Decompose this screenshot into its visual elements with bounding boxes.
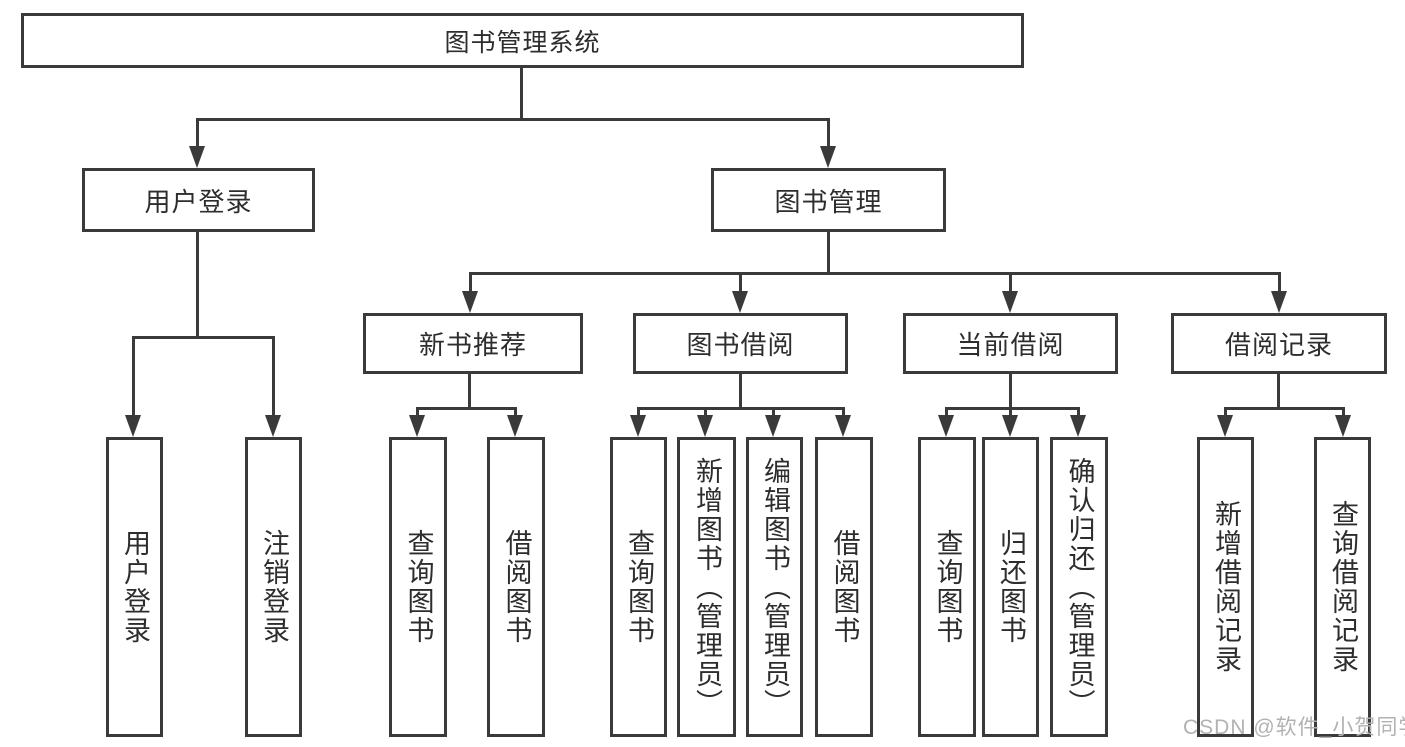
arrow-to-bookborrow xyxy=(732,291,748,313)
arrow-bb-leaf3 xyxy=(765,415,781,437)
connector-currentborrow-stem xyxy=(1009,272,1012,292)
arrow-cb-leaf2 xyxy=(1002,415,1018,437)
leaf-label: 注销登录 xyxy=(259,529,289,645)
connector-book-mgmt-drop xyxy=(827,232,830,272)
connector-book-mgmt-stem xyxy=(827,118,830,147)
node-leaf-borrow-books-2: 借阅图书 xyxy=(815,437,873,737)
arrow-newbook-leaf2 xyxy=(507,415,523,437)
node-user-login: 用户登录 xyxy=(82,168,315,232)
connector-borrowrecords-drop xyxy=(1277,374,1280,407)
csdn-watermark: CSDN @软件_小贺同学 xyxy=(1183,716,1405,739)
node-leaf-query-books-3: 查询图书 xyxy=(918,437,976,737)
connector-bookborrow-stem xyxy=(739,272,742,292)
node-current-borrow-label: 当前借阅 xyxy=(956,330,1065,360)
node-book-mgmt-label: 图书管理 xyxy=(774,186,883,217)
leaf-label: 新增图书（管理员） xyxy=(692,456,722,718)
node-leaf-edit-books-admin: 编辑图书（管理员） xyxy=(746,437,803,737)
node-new-book-rec: 新书推荐 xyxy=(363,313,583,374)
connector-newbook-hbar xyxy=(416,407,517,410)
arrow-br-leaf1 xyxy=(1217,415,1233,437)
connector-cb-leaf2-stem xyxy=(1009,407,1012,416)
connector-login-leaf2-stem xyxy=(272,336,275,416)
arrow-to-user-login xyxy=(189,146,205,168)
connector-currentborrow-hbar xyxy=(945,407,1080,410)
connector-bb-leaf3-stem xyxy=(772,407,775,416)
node-leaf-query-borrow-record: 查询借阅记录 xyxy=(1314,437,1371,737)
connector-newbook-leaf2-stem xyxy=(514,407,517,416)
arrow-to-login-leaf2 xyxy=(265,415,281,437)
connector-bb-leaf2-stem xyxy=(704,407,707,416)
node-current-borrow: 当前借阅 xyxy=(903,313,1118,374)
node-new-book-rec-label: 新书推荐 xyxy=(418,330,527,360)
connector-root-hbar xyxy=(196,118,830,121)
leaf-label: 归还图书 xyxy=(996,529,1026,645)
connector-br-leaf1-stem xyxy=(1224,407,1227,416)
node-book-mgmt: 图书管理 xyxy=(711,168,946,232)
node-leaf-return-books: 归还图书 xyxy=(982,437,1039,737)
node-root: 图书管理系统 xyxy=(21,13,1024,68)
connector-user-login-hbar xyxy=(132,336,275,339)
node-leaf-query-books-2: 查询图书 xyxy=(610,437,667,737)
connector-bookborrow-drop xyxy=(739,374,742,407)
arrow-br-leaf2 xyxy=(1335,415,1351,437)
connector-book-mgmt-hbar xyxy=(469,272,1281,275)
arrow-newbook-leaf1 xyxy=(409,415,425,437)
connector-login-leaf1-stem xyxy=(132,336,135,416)
arrow-bb-leaf2 xyxy=(697,415,713,437)
leaf-label: 编辑图书（管理员） xyxy=(760,456,790,718)
node-book-borrow-label: 图书借阅 xyxy=(686,330,795,360)
arrow-to-login-leaf1 xyxy=(125,415,141,437)
connector-root-stem xyxy=(520,68,523,118)
connector-user-login-drop xyxy=(196,232,199,336)
leaf-label: 新增借阅记录 xyxy=(1211,500,1241,674)
node-leaf-user-login: 用户登录 xyxy=(106,437,163,737)
node-root-label: 图书管理系统 xyxy=(444,28,601,57)
node-book-borrow: 图书借阅 xyxy=(633,313,848,374)
connector-newbook-stem xyxy=(469,272,472,292)
connector-br-leaf2-stem xyxy=(1342,407,1345,416)
leaf-label: 查询图书 xyxy=(932,529,963,645)
connector-bookborrow-hbar xyxy=(637,407,845,410)
node-leaf-logout: 注销登录 xyxy=(245,437,302,737)
connector-bb-leaf4-stem xyxy=(842,407,845,416)
arrow-to-newbook xyxy=(462,291,478,313)
connector-bb-leaf1-stem xyxy=(637,407,640,416)
connector-cb-leaf3-stem xyxy=(1077,407,1080,416)
connector-currentborrow-drop xyxy=(1009,374,1012,407)
connector-borrowrecords-stem xyxy=(1278,272,1281,292)
node-leaf-query-books-1: 查询图书 xyxy=(389,437,447,737)
node-leaf-add-borrow-record: 新增借阅记录 xyxy=(1197,437,1254,737)
node-borrow-records: 借阅记录 xyxy=(1171,313,1387,374)
arrow-bb-leaf1 xyxy=(630,415,646,437)
node-leaf-confirm-return-admin: 确认归还（管理员） xyxy=(1050,437,1108,737)
node-leaf-add-books-admin: 新增图书（管理员） xyxy=(677,437,736,737)
leaf-label: 用户登录 xyxy=(120,529,150,645)
leaf-label: 确认归还（管理员） xyxy=(1064,456,1095,718)
connector-newbook-drop xyxy=(468,374,471,407)
arrow-cb-leaf1 xyxy=(938,415,954,437)
arrow-cb-leaf3 xyxy=(1070,415,1086,437)
node-leaf-borrow-books-1: 借阅图书 xyxy=(487,437,545,737)
node-user-login-label: 用户登录 xyxy=(144,186,253,217)
leaf-label: 查询图书 xyxy=(403,529,434,645)
connector-cb-leaf1-stem xyxy=(945,407,948,416)
connector-borrowrecords-hbar xyxy=(1224,407,1345,410)
node-borrow-records-label: 借阅记录 xyxy=(1224,330,1333,360)
connector-user-login-stem xyxy=(196,118,199,147)
leaf-label: 查询借阅记录 xyxy=(1328,500,1358,674)
arrow-bb-leaf4 xyxy=(835,415,851,437)
connector-newbook-leaf1-stem xyxy=(416,407,419,416)
arrow-to-borrowrecords xyxy=(1271,291,1287,313)
arrow-to-book-mgmt xyxy=(820,146,836,168)
leaf-label: 借阅图书 xyxy=(829,529,860,645)
leaf-label: 查询图书 xyxy=(624,529,654,645)
arrow-to-currentborrow xyxy=(1002,291,1018,313)
leaf-label: 借阅图书 xyxy=(501,529,532,645)
